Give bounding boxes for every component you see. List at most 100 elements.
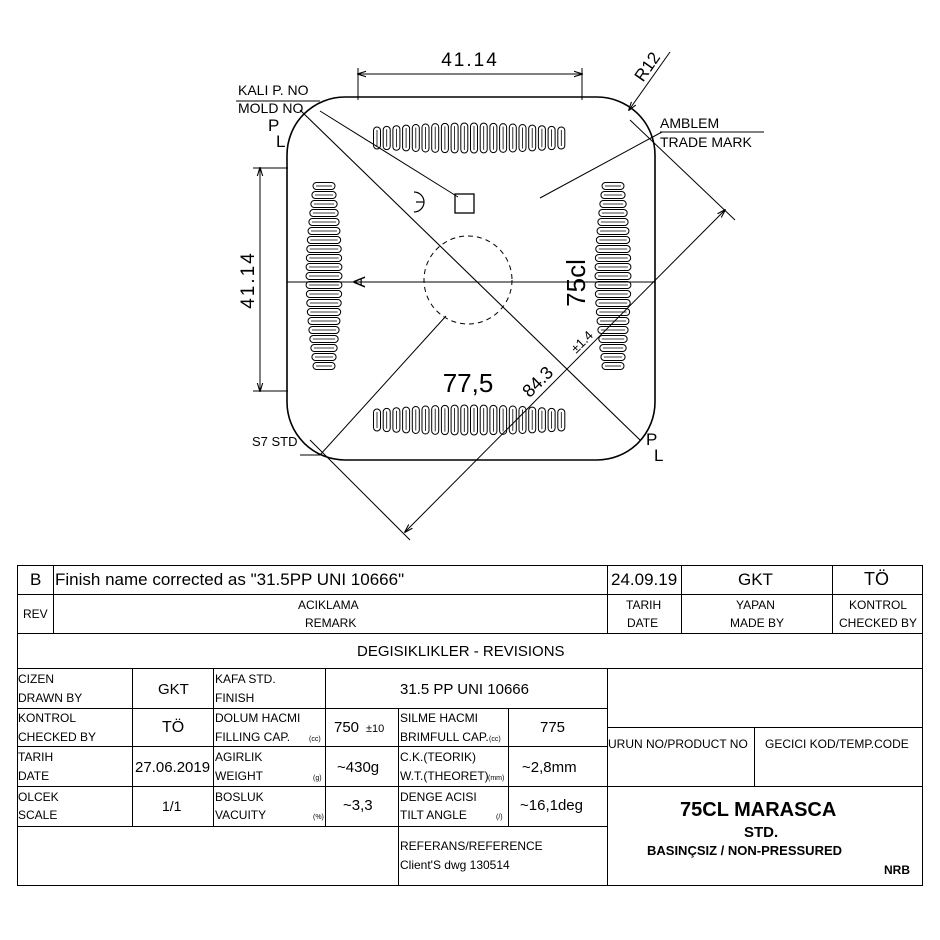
head-made-by: MADE BY	[730, 616, 785, 630]
agirlik-unit: (g)	[313, 775, 322, 782]
grip-mark	[597, 218, 629, 226]
grip-mark	[440, 404, 449, 436]
grip-mark	[537, 125, 546, 151]
rev-date: 24.09.19	[611, 570, 678, 589]
grip-mark	[557, 126, 566, 150]
border-bottom	[17, 885, 923, 886]
grip-mark	[305, 263, 343, 271]
head-checked-by: CHECKED BY	[839, 616, 918, 630]
diag-tolerance-label: ±1.4	[568, 328, 596, 356]
kafa-label-en: FINISH	[215, 691, 255, 705]
info-row1-line	[17, 708, 607, 709]
info-col2-line	[213, 668, 214, 826]
grip-mark	[431, 405, 440, 435]
grip-mark	[595, 245, 631, 253]
grip-mark	[305, 290, 343, 298]
grip-mark	[518, 406, 527, 434]
head-remark: REMARK	[305, 616, 357, 630]
head-rev: REV	[23, 607, 48, 621]
rev-remark: Finish name corrected as "31.5PP UNI 106…	[55, 570, 405, 589]
s7-std-label: S7 STD	[252, 434, 298, 449]
grip-mark	[601, 362, 625, 370]
agirlik-value: ~430g	[337, 759, 380, 776]
grip-mark	[599, 200, 627, 208]
madeby-col-line	[681, 565, 682, 633]
grip-mark	[307, 317, 341, 325]
head-tarih: TARIH	[626, 598, 662, 612]
grip-mark	[595, 236, 631, 244]
bosluk-label-tr: BOSLUK	[215, 790, 264, 804]
rev-col-line	[53, 565, 54, 633]
grip-mark	[306, 236, 342, 244]
grip-mark	[431, 123, 440, 153]
bosluk-label-en: VACUITY	[215, 808, 267, 822]
diag-dim-line	[405, 210, 725, 532]
product-std: STD.	[744, 824, 779, 841]
silme-unit: (cc)	[489, 736, 501, 743]
kontrol-label-tr: KONTROL	[18, 711, 77, 725]
product-name: 75CL MARASCA	[680, 799, 837, 821]
info-row4-line	[17, 826, 607, 827]
mold-no-leader	[319, 110, 459, 198]
urun-no-label: URUN NO/PRODUCT NO	[608, 737, 748, 751]
grip-mark	[489, 122, 498, 154]
grip-mark	[499, 405, 508, 435]
kontrol-value: TÖ	[162, 719, 185, 736]
grip-mark	[479, 404, 488, 436]
ck-label-tr: C.K.(TEORIK)	[400, 750, 477, 764]
dolum-tolerance: ±10	[366, 723, 385, 735]
grip-mark	[470, 404, 478, 436]
grip-mark	[601, 182, 625, 190]
olcek-label-tr: OLCEK	[18, 790, 59, 804]
grip-mark	[373, 408, 381, 432]
grip-mark	[309, 335, 339, 343]
denge-value: ~16,1deg	[520, 797, 583, 814]
info-col5-line	[508, 708, 509, 826]
rev-made-by: GKT	[738, 570, 773, 589]
grip-mark	[305, 254, 343, 262]
info-col3-line	[325, 668, 326, 826]
grip-mark	[595, 308, 631, 316]
ck-unit: (mm)	[488, 775, 505, 782]
head-date: DATE	[627, 616, 659, 630]
grip-mark	[598, 335, 628, 343]
grip-mark	[594, 254, 632, 262]
checkedby-col-line	[832, 565, 833, 633]
grip-mark	[489, 404, 498, 436]
mold-no-label: MOLD NO	[238, 100, 303, 116]
grip-mark	[460, 404, 469, 436]
grip-mark	[499, 123, 508, 153]
pl-top-l: L	[276, 132, 285, 151]
diag-dim-ext-bottom	[309, 439, 411, 541]
grip-mark	[382, 125, 391, 151]
amblem-leader	[539, 131, 663, 199]
grip-mark	[596, 227, 630, 235]
grip-mark	[440, 122, 449, 154]
grip-mark	[392, 407, 401, 433]
grip-mark	[528, 406, 537, 434]
grip-mark	[597, 326, 629, 334]
grip-mark	[528, 124, 537, 152]
product-split-line	[754, 727, 755, 786]
revisions-line	[17, 668, 923, 669]
kafa-value: 31.5 PP UNI 10666	[400, 681, 529, 698]
grip-mark	[421, 405, 430, 435]
grip-mark	[411, 124, 420, 152]
grip-mark	[508, 123, 517, 153]
grip-mark	[595, 299, 631, 307]
info-col4-line	[398, 708, 399, 885]
info-row3-line	[17, 786, 923, 787]
silme-label-en: BRIMFULL CAP.	[400, 730, 489, 744]
revisions-title: DEGISIKLIKLER - REVISIONS	[357, 643, 565, 660]
pl-top-p: P	[268, 116, 279, 135]
top-dimension-label: 41.14	[441, 50, 499, 71]
grip-mark	[600, 191, 626, 199]
grip-stipple-pattern	[305, 122, 632, 436]
dolum-value: 750	[334, 719, 360, 736]
grip-mark	[518, 124, 527, 152]
grip-mark	[547, 125, 556, 151]
grip-mark	[594, 263, 632, 271]
grip-mark	[306, 245, 342, 253]
nrb-code: NRB	[884, 863, 910, 877]
grip-mark	[557, 408, 566, 432]
